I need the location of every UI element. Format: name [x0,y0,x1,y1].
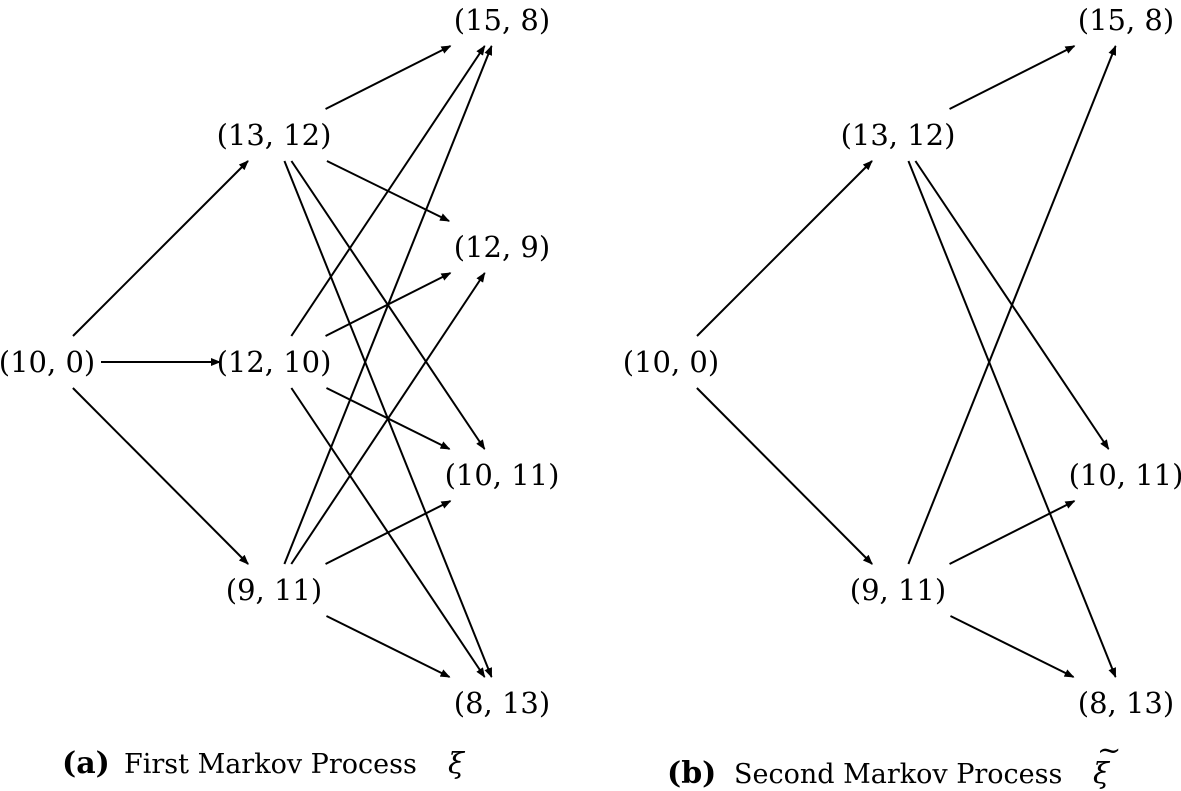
caption-a-tag: (a) [62,746,110,781]
edge-n13_12-to-n15_8 [949,45,1076,110]
caption-b-symbol: ξ [1093,756,1111,790]
node-n13_12: (13, 12) [217,118,332,152]
caption-b: (b) Second Markov Process ξ ~ [667,733,1121,791]
edge-n12_10-to-n15_8 [290,45,486,337]
edge-n9_11-to-n10_11 [325,500,452,565]
edge-n13_12-to-n15_8 [325,45,452,110]
edge-n10_0-to-n13_12 [696,160,873,337]
diagram-a: (10, 0) (13, 12) (12, 10) (9, 11) (15, 8) (12… [0,3,559,720]
caption-a-symbol: ξ [448,746,466,780]
edge-n9_11-to-n10_11 [949,500,1076,565]
edge-n9_11-to-n15_8 [907,45,1117,565]
edge-n10_0-to-n9_11 [72,387,249,565]
diagram-b: (10, 0) (13, 12) (9, 11) (15, 8) (10, 11) (8,… [623,3,1181,720]
node-n10_0: (10, 0) [623,345,719,379]
caption-a: (a) First Markov Process ξ [62,746,466,781]
edge-n10_0-to-n13_12 [72,160,249,337]
edge-n9_11-to-n15_8 [283,45,493,565]
edge-n10_0-to-n9_11 [696,387,873,565]
node-n8_13: (8, 13) [1078,686,1174,720]
node-n9_11: (9, 11) [226,573,322,607]
caption-b-text: Second Markov Process [734,759,1062,790]
node-n12_10: (12, 10) [217,345,332,379]
caption-a-text: First Markov Process [124,749,417,780]
node-n9_11: (9, 11) [850,573,946,607]
node-n10_0: (10, 0) [0,345,95,379]
node-n15_8: (15, 8) [1078,3,1174,37]
caption-b-accent: ~ [1097,733,1121,767]
node-n12_9: (12, 9) [454,230,550,264]
node-n13_12: (13, 12) [841,118,956,152]
caption-b-tag: (b) [667,756,716,791]
node-n10_11: (10, 11) [445,458,560,492]
edge-n13_12-to-n8_13 [907,160,1117,678]
edge-n9_11-to-n8_13 [326,615,451,678]
node-n15_8: (15, 8) [454,3,550,37]
edge-n9_11-to-n12_9 [290,272,486,565]
edge-n9_11-to-n8_13 [950,615,1075,678]
node-n8_13: (8, 13) [454,686,550,720]
node-n10_11: (10, 11) [1069,458,1181,492]
